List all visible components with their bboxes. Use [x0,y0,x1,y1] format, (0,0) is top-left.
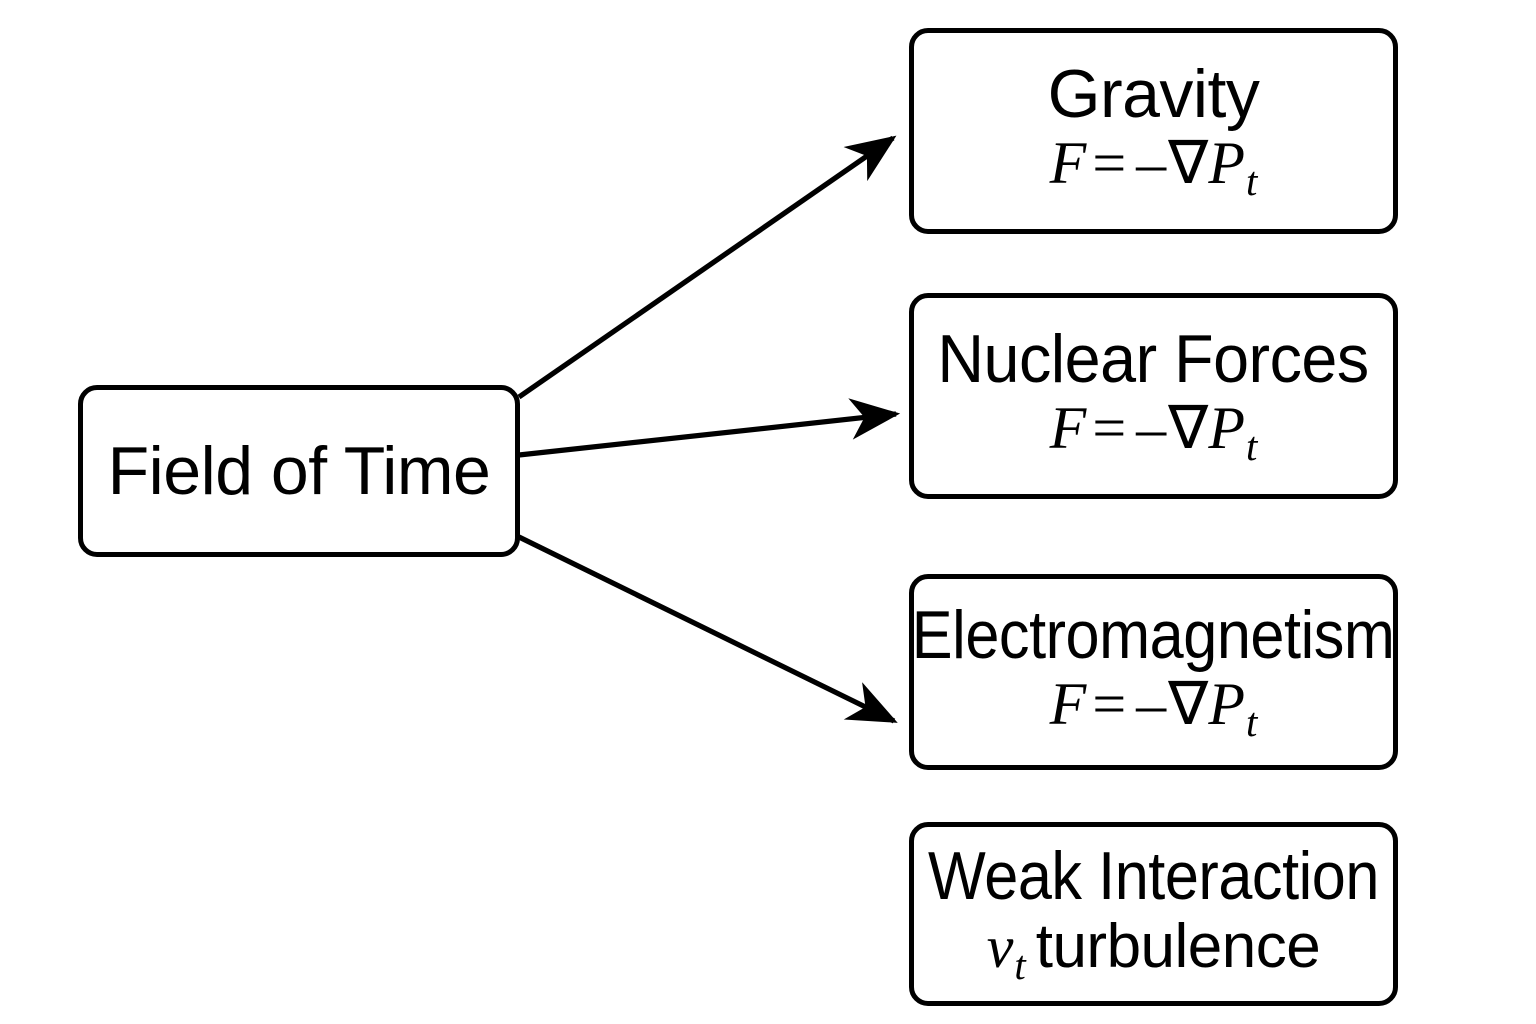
formula-subscript: t [1014,943,1026,989]
formula-subscript: t [1245,700,1258,746]
node-electromagnetism-formula: F=–∇Pt [1050,673,1258,745]
formula-lhs: F [1049,671,1087,737]
node-weak-interaction-label: Weak Interaction [928,837,1379,914]
formula-relation: = [1092,395,1127,461]
nabla-icon: ∇ [1168,130,1209,196]
node-gravity-formula: F=–∇Pt [1050,132,1258,204]
node-nuclear-forces[interactable]: Nuclear Forces F=–∇Pt [909,293,1398,499]
formula-sign: – [1136,671,1167,737]
nabla-icon: ∇ [1168,671,1209,737]
turbulence-word: turbulence [1035,912,1321,981]
node-field-of-time-label: Field of Time [107,432,491,509]
formula-subscript: t [1245,159,1258,205]
node-field-of-time[interactable]: Field of Time [78,385,520,557]
formula-relation: = [1092,671,1127,737]
formula-lhs: F [1049,395,1087,461]
formula-relation: = [1092,130,1127,196]
formula-subscript: t [1245,424,1258,470]
edge-field-of-time-to-nuclear-forces [518,398,901,458]
turbulence-symbol: vt [987,916,1026,988]
formula-variable: P [1208,671,1245,737]
node-nuclear-forces-formula: F=–∇Pt [1050,397,1258,469]
nabla-icon: ∇ [1168,395,1209,461]
formula-variable: P [1208,130,1245,196]
node-gravity-label: Gravity [1047,55,1260,132]
formula-variable: v [986,914,1014,980]
node-gravity[interactable]: Gravity F=–∇Pt [909,28,1398,234]
node-nuclear-forces-label: Nuclear Forces [937,320,1370,397]
node-electromagnetism[interactable]: Electromagnetism F=–∇Pt [909,574,1398,770]
node-electromagnetism-label: Electromagnetism [912,596,1395,673]
formula-lhs: F [1049,130,1087,196]
edge-field-of-time-to-gravity [517,135,897,400]
formula-sign: – [1136,130,1167,196]
formula-sign: – [1136,395,1167,461]
edge-field-of-time-to-electromagnetism [517,534,898,724]
formula-variable: P [1208,395,1245,461]
